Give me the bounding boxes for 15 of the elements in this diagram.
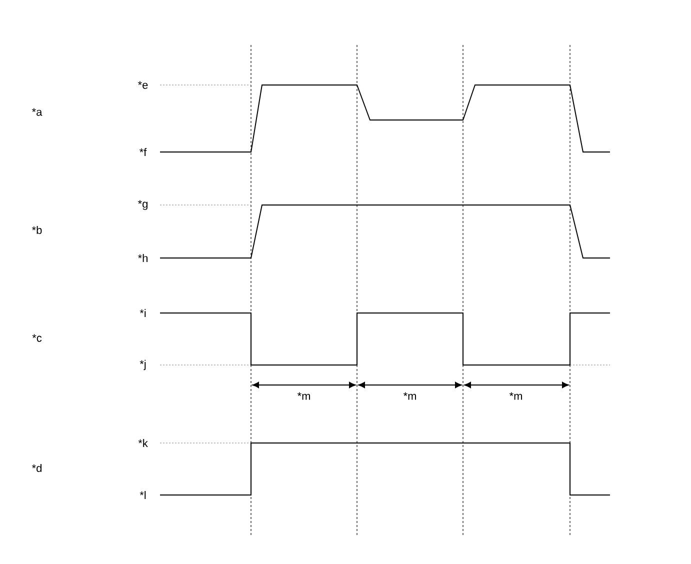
level-label: *k	[138, 439, 148, 447]
interval-label: *m	[297, 392, 310, 400]
signal-name: *d	[32, 464, 42, 472]
signal-name: *a	[32, 108, 42, 116]
level-label: *g	[138, 200, 148, 210]
level-label: *j	[140, 360, 146, 370]
level-label: *f	[140, 148, 147, 156]
signal-name: *c	[32, 334, 42, 342]
level-label: *h	[138, 254, 148, 262]
interval-label: *m	[403, 392, 416, 400]
level-label: *i	[140, 309, 146, 317]
level-label: *e	[138, 81, 148, 89]
level-label: *l	[140, 491, 146, 499]
interval-label: *m	[509, 392, 522, 400]
signal-name: *b	[32, 226, 42, 234]
